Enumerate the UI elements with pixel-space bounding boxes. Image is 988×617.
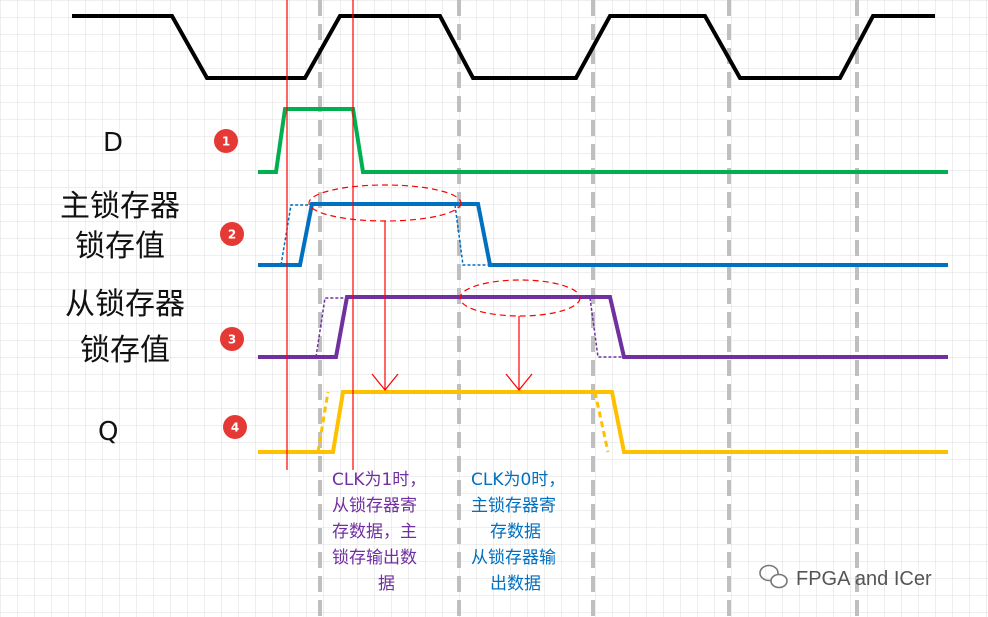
q-label: Q (98, 417, 118, 447)
d-waveform (258, 107, 948, 174)
clk-waveform (72, 14, 935, 80)
clock-edge-dividers (318, 0, 859, 617)
badge-1-circle (214, 129, 238, 153)
d-label: D (103, 128, 123, 158)
note-clk1-line1: CLK为1时， (332, 470, 426, 490)
badge-3: 3 (220, 327, 244, 351)
slave-label-line2: 锁存值 (80, 333, 170, 368)
badge-1: 1 (214, 129, 238, 153)
note-clk1: CLK为1时， 从锁存器寄 存数据，主 锁存输出数 据 (332, 470, 426, 594)
note-clk0-line4: 从锁存器输 (471, 548, 556, 568)
arrow-1-head (371, 373, 399, 391)
badge-2: 2 (220, 222, 244, 246)
badge-2-text: 2 (228, 228, 236, 242)
badge-4-text: 4 (231, 421, 239, 435)
master-ideal-dotted-fall (454, 204, 490, 266)
note-clk0-line2: 主锁存器寄 (471, 496, 556, 516)
note-clk0-line1: CLK为0时， (471, 470, 565, 490)
slave-ideal-dotted-fall (589, 297, 625, 358)
badge-3-circle (220, 327, 244, 351)
note-clk0-line3: 存数据 (490, 522, 541, 542)
badge-4: 4 (223, 415, 247, 439)
badge-3-text: 3 (228, 333, 236, 347)
marker-lines (286, 0, 354, 470)
note-clk0-line5: 出数据 (490, 574, 541, 594)
transfer-arrows (371, 221, 533, 391)
slave-hold-ellipse (459, 279, 581, 317)
note-clk0: CLK为0时， 主锁存器寄 存数据 从锁存器输 出数据 (471, 470, 565, 594)
slave-waveform (258, 295, 948, 359)
master-ideal-dotted (280, 204, 311, 266)
master-label-line2: 锁存值 (75, 229, 165, 264)
note-clk1-line5: 据 (378, 574, 395, 594)
arrow-2-head (505, 373, 533, 391)
slave-label-line1: 从锁存器 (65, 287, 185, 322)
watermark-text: FPGA and ICer (796, 568, 932, 590)
note-clk1-line4: 锁存输出数 (332, 548, 417, 568)
q-ideal-dashed-rise (316, 391, 330, 453)
badge-1-text: 1 (222, 135, 230, 149)
badge-4-circle (223, 415, 247, 439)
master-waveform (258, 202, 948, 267)
note-clk1-line2: 从锁存器寄 (332, 496, 417, 516)
master-label-line1: 主锁存器 (60, 189, 180, 224)
watermark: FPGA and ICer (759, 564, 932, 590)
q-waveform (258, 390, 948, 454)
q-ideal-dashed-fall (593, 391, 610, 453)
wechat-icon (759, 564, 788, 589)
note-clk1-line3: 存数据，主 (332, 522, 417, 542)
badge-2-circle (220, 222, 244, 246)
